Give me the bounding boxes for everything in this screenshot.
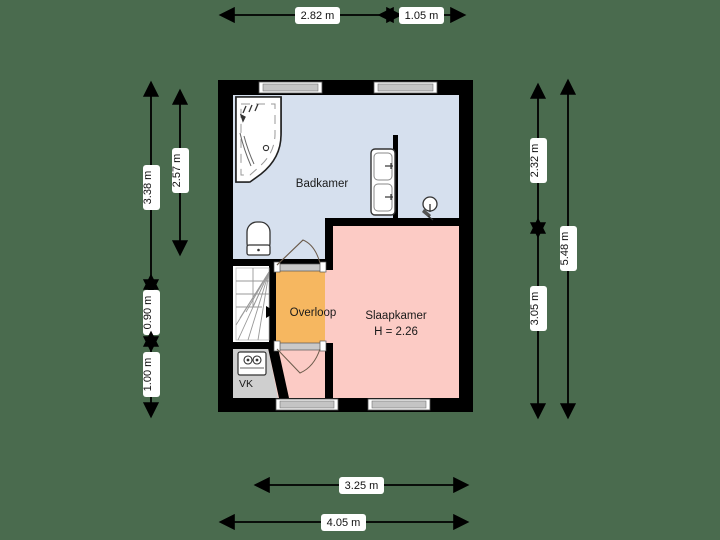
dimension-lines: 2.82 m 1.05 m 3.38 m 2.57 m 0.90 m 1.00 … <box>142 6 577 531</box>
windows <box>258 81 438 411</box>
room-fill-overloop <box>276 270 325 343</box>
dimension-left-1: 3.38 m <box>142 80 160 296</box>
dimension-label-bottom-2: 4.05 m <box>327 517 361 529</box>
fixtures <box>235 96 438 376</box>
dimension-label-left-3: 0.90 m <box>142 296 154 330</box>
dimension-left-4: 1.00 m <box>142 330 160 419</box>
dimension-top-2: 1.05 m <box>377 6 467 24</box>
washing-machine-icon <box>237 351 267 376</box>
room-label-badkamer: Badkamer <box>296 178 349 190</box>
dimension-label-right-3: 5.48 m <box>559 232 571 266</box>
window-bottom-right <box>367 398 431 411</box>
interior-wall-stairs-right <box>269 259 276 349</box>
dimension-label-left-2: 2.57 m <box>171 154 183 188</box>
dimension-left-2: 2.57 m <box>171 88 189 257</box>
double-vanity-icon <box>370 148 396 216</box>
door-slaapkamer-icon <box>273 340 327 374</box>
dimension-right-2: 3.05 m <box>529 217 547 420</box>
dimension-label-left-1: 3.38 m <box>142 171 154 205</box>
interior-wall-vk-angled <box>268 348 289 398</box>
dimension-label-right-1: 2.32 m <box>529 144 541 178</box>
room-label-slaapkamer: Slaapkamer <box>365 310 427 322</box>
room-labels: Badkamer Slaapkamer H = 2.26 Overloop VK <box>239 178 427 390</box>
window-top-left <box>258 81 323 94</box>
dimension-label-top-1: 2.82 m <box>301 10 335 22</box>
room-sublabel-slaapkamer-height: H = 2.26 <box>374 326 418 338</box>
interior-wall-bedroom-left-upper <box>325 218 333 270</box>
dimension-label-left-4: 1.00 m <box>142 358 154 392</box>
dimension-label-bottom-1: 3.25 m <box>345 480 379 492</box>
dimension-bottom-2: 4.05 m <box>218 513 470 531</box>
dimension-label-top-2: 1.05 m <box>405 10 439 22</box>
room-label-overloop: Overloop <box>290 307 337 319</box>
staircase-icon <box>235 267 276 341</box>
room-fill-slaapkamer <box>268 224 459 398</box>
interior-wall-horizontal-bedroom <box>325 218 459 226</box>
dimension-label-right-2: 3.05 m <box>529 292 541 326</box>
radiator-valve-icon <box>422 196 438 221</box>
dimension-left-3: 0.90 m <box>142 273 160 353</box>
dimension-top-1: 2.82 m <box>218 6 403 24</box>
dimension-bottom-1: 3.25 m <box>253 476 470 494</box>
room-label-vk: VK <box>239 378 253 390</box>
dimension-right-3: 5.48 m <box>559 78 577 420</box>
door-badkamer-icon <box>273 239 327 273</box>
window-top-right <box>373 81 438 94</box>
corner-bathtub-icon <box>235 96 282 183</box>
window-bottom-left <box>275 398 339 411</box>
interior-wall-stairs-bottom <box>233 342 276 349</box>
dimension-right-1: 2.32 m <box>529 82 547 239</box>
toilet-icon <box>246 221 271 256</box>
interior-wall-bedroom-left-lower <box>325 343 333 398</box>
stairs-direction-arrow <box>266 306 276 318</box>
